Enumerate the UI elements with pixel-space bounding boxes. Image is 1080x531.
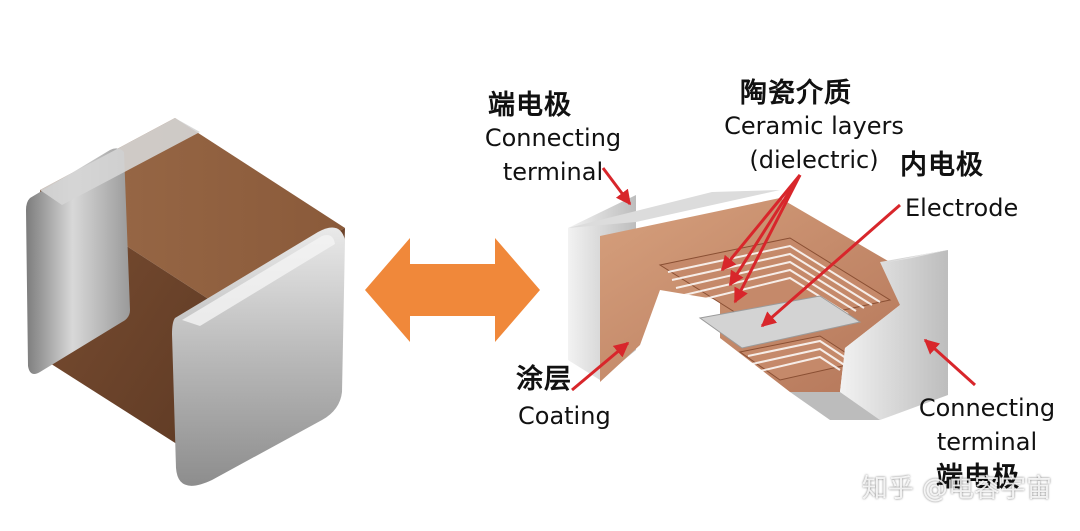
pointer-coating	[571, 341, 630, 392]
pointer-ceramic-3	[733, 174, 802, 304]
pointer-ceramic-1	[720, 174, 802, 272]
electrode-layers-lower	[747, 339, 853, 373]
label-terminal-top-en1: Connecting	[484, 124, 622, 152]
pointer-ceramic-2	[728, 174, 802, 287]
pointer-terminal-top	[601, 167, 632, 206]
label-coating-en: Coating	[518, 402, 611, 430]
label-electrode-en: Electrode	[905, 194, 1019, 222]
label-ceramic-cn: 陶瓷介质	[740, 78, 852, 109]
label-ceramic-en1: Ceramic layers	[724, 112, 904, 140]
label-terminal-right-en2: terminal	[936, 428, 1038, 456]
watermark: 知乎 @电容宇宙	[861, 474, 1052, 504]
label-terminal-right-en1: Connecting	[918, 394, 1056, 422]
pointer-arrows	[571, 167, 977, 392]
chip-terminal-right	[172, 227, 345, 486]
mlcc-chip	[26, 118, 345, 486]
pointer-terminal-right	[923, 338, 977, 387]
label-terminal-top-en2: terminal	[502, 158, 604, 186]
label-coating-cn: 涂层	[516, 364, 572, 395]
cutaway-model	[568, 190, 948, 420]
cutaway-terminal-right	[840, 250, 948, 420]
label-terminal-top-cn: 端电极	[488, 90, 572, 121]
double-arrow	[365, 238, 540, 342]
label-electrode-cn: 内电极	[900, 150, 984, 181]
label-ceramic-en2: (dielectric)	[749, 146, 879, 174]
chip-terminal-left	[26, 148, 130, 374]
pointer-electrode	[760, 203, 901, 328]
label-terminal-right-cn: 端电极	[936, 462, 1020, 493]
